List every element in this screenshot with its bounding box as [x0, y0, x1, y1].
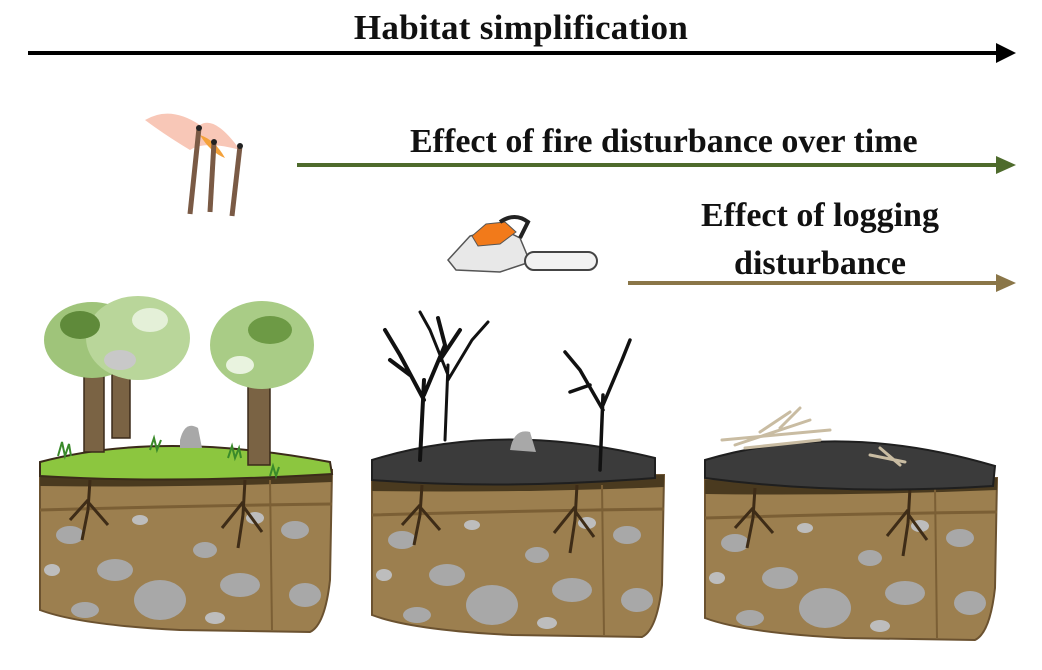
- habitat-simplification-arrow: [28, 43, 1016, 63]
- habitat-simplification-title: Habitat simplification: [353, 8, 689, 47]
- burning-matches-icon: [145, 113, 243, 217]
- panel-intact-forest: [38, 296, 334, 634]
- logging-disturbance-arrow: [628, 274, 1016, 292]
- chainsaw-icon: [447, 215, 598, 273]
- fire-disturbance-arrow: [297, 156, 1016, 174]
- panel-burned-forest: [370, 310, 666, 639]
- logging-effect-label: Effect of logging disturbance: [701, 197, 939, 282]
- fire-effect-label: Effect of fire disturbance over time: [410, 123, 918, 160]
- panel-logged-burned-forest: [703, 406, 999, 642]
